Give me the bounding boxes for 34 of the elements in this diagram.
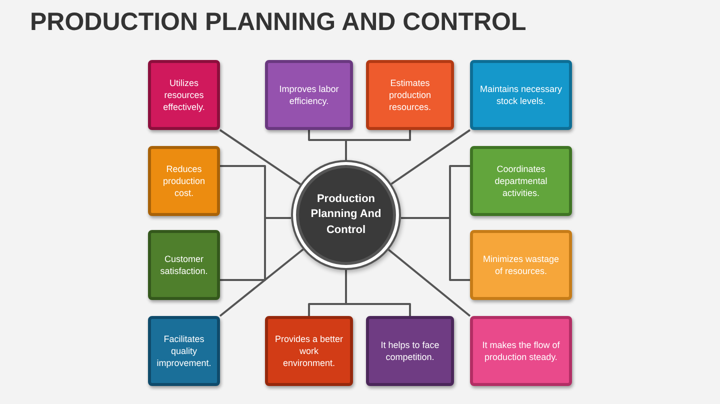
connector-line xyxy=(390,129,471,185)
benefit-box xyxy=(366,316,454,386)
connector-line xyxy=(219,248,304,317)
benefit-box xyxy=(148,60,220,130)
connector-line xyxy=(388,248,471,317)
node-text: Maintains necessary stock levels. xyxy=(478,82,564,108)
benefit-box xyxy=(265,316,353,386)
benefit-box xyxy=(470,316,572,386)
node-text: Provides a better work environment. xyxy=(274,332,344,370)
connector-line xyxy=(219,129,301,186)
benefit-box xyxy=(148,230,220,300)
node-text: Customer satisfaction. xyxy=(159,252,209,278)
node-text: Reduces production cost. xyxy=(162,162,206,200)
benefit-box xyxy=(148,146,220,216)
node-text: It makes the flow of production steady. xyxy=(481,338,561,364)
node-text: Coordinates departmental activities. xyxy=(494,162,548,200)
connector-line xyxy=(401,217,470,281)
title: PRODUCTION PLANNING AND CONTROL xyxy=(30,8,526,37)
connector-line xyxy=(345,270,411,316)
benefit-box xyxy=(470,60,572,130)
benefit-box xyxy=(265,60,353,130)
node-text: Facilitates quality improvement. xyxy=(156,332,212,370)
node-text: Production Planning And Control xyxy=(310,192,382,238)
benefit-box xyxy=(148,316,220,386)
node-text: Utilizes resources effectively. xyxy=(162,76,206,114)
node-text: Improves labor efficiency. xyxy=(278,82,340,108)
node-text: Estimates production resources. xyxy=(388,76,432,114)
benefit-box xyxy=(470,230,572,300)
connector-line xyxy=(345,130,411,160)
connector-line xyxy=(220,217,291,281)
node-text: Minimizes wastage of resources. xyxy=(482,252,560,278)
node-text: It helps to face competition. xyxy=(380,338,440,364)
benefit-box xyxy=(366,60,454,130)
benefit-box xyxy=(470,146,572,216)
